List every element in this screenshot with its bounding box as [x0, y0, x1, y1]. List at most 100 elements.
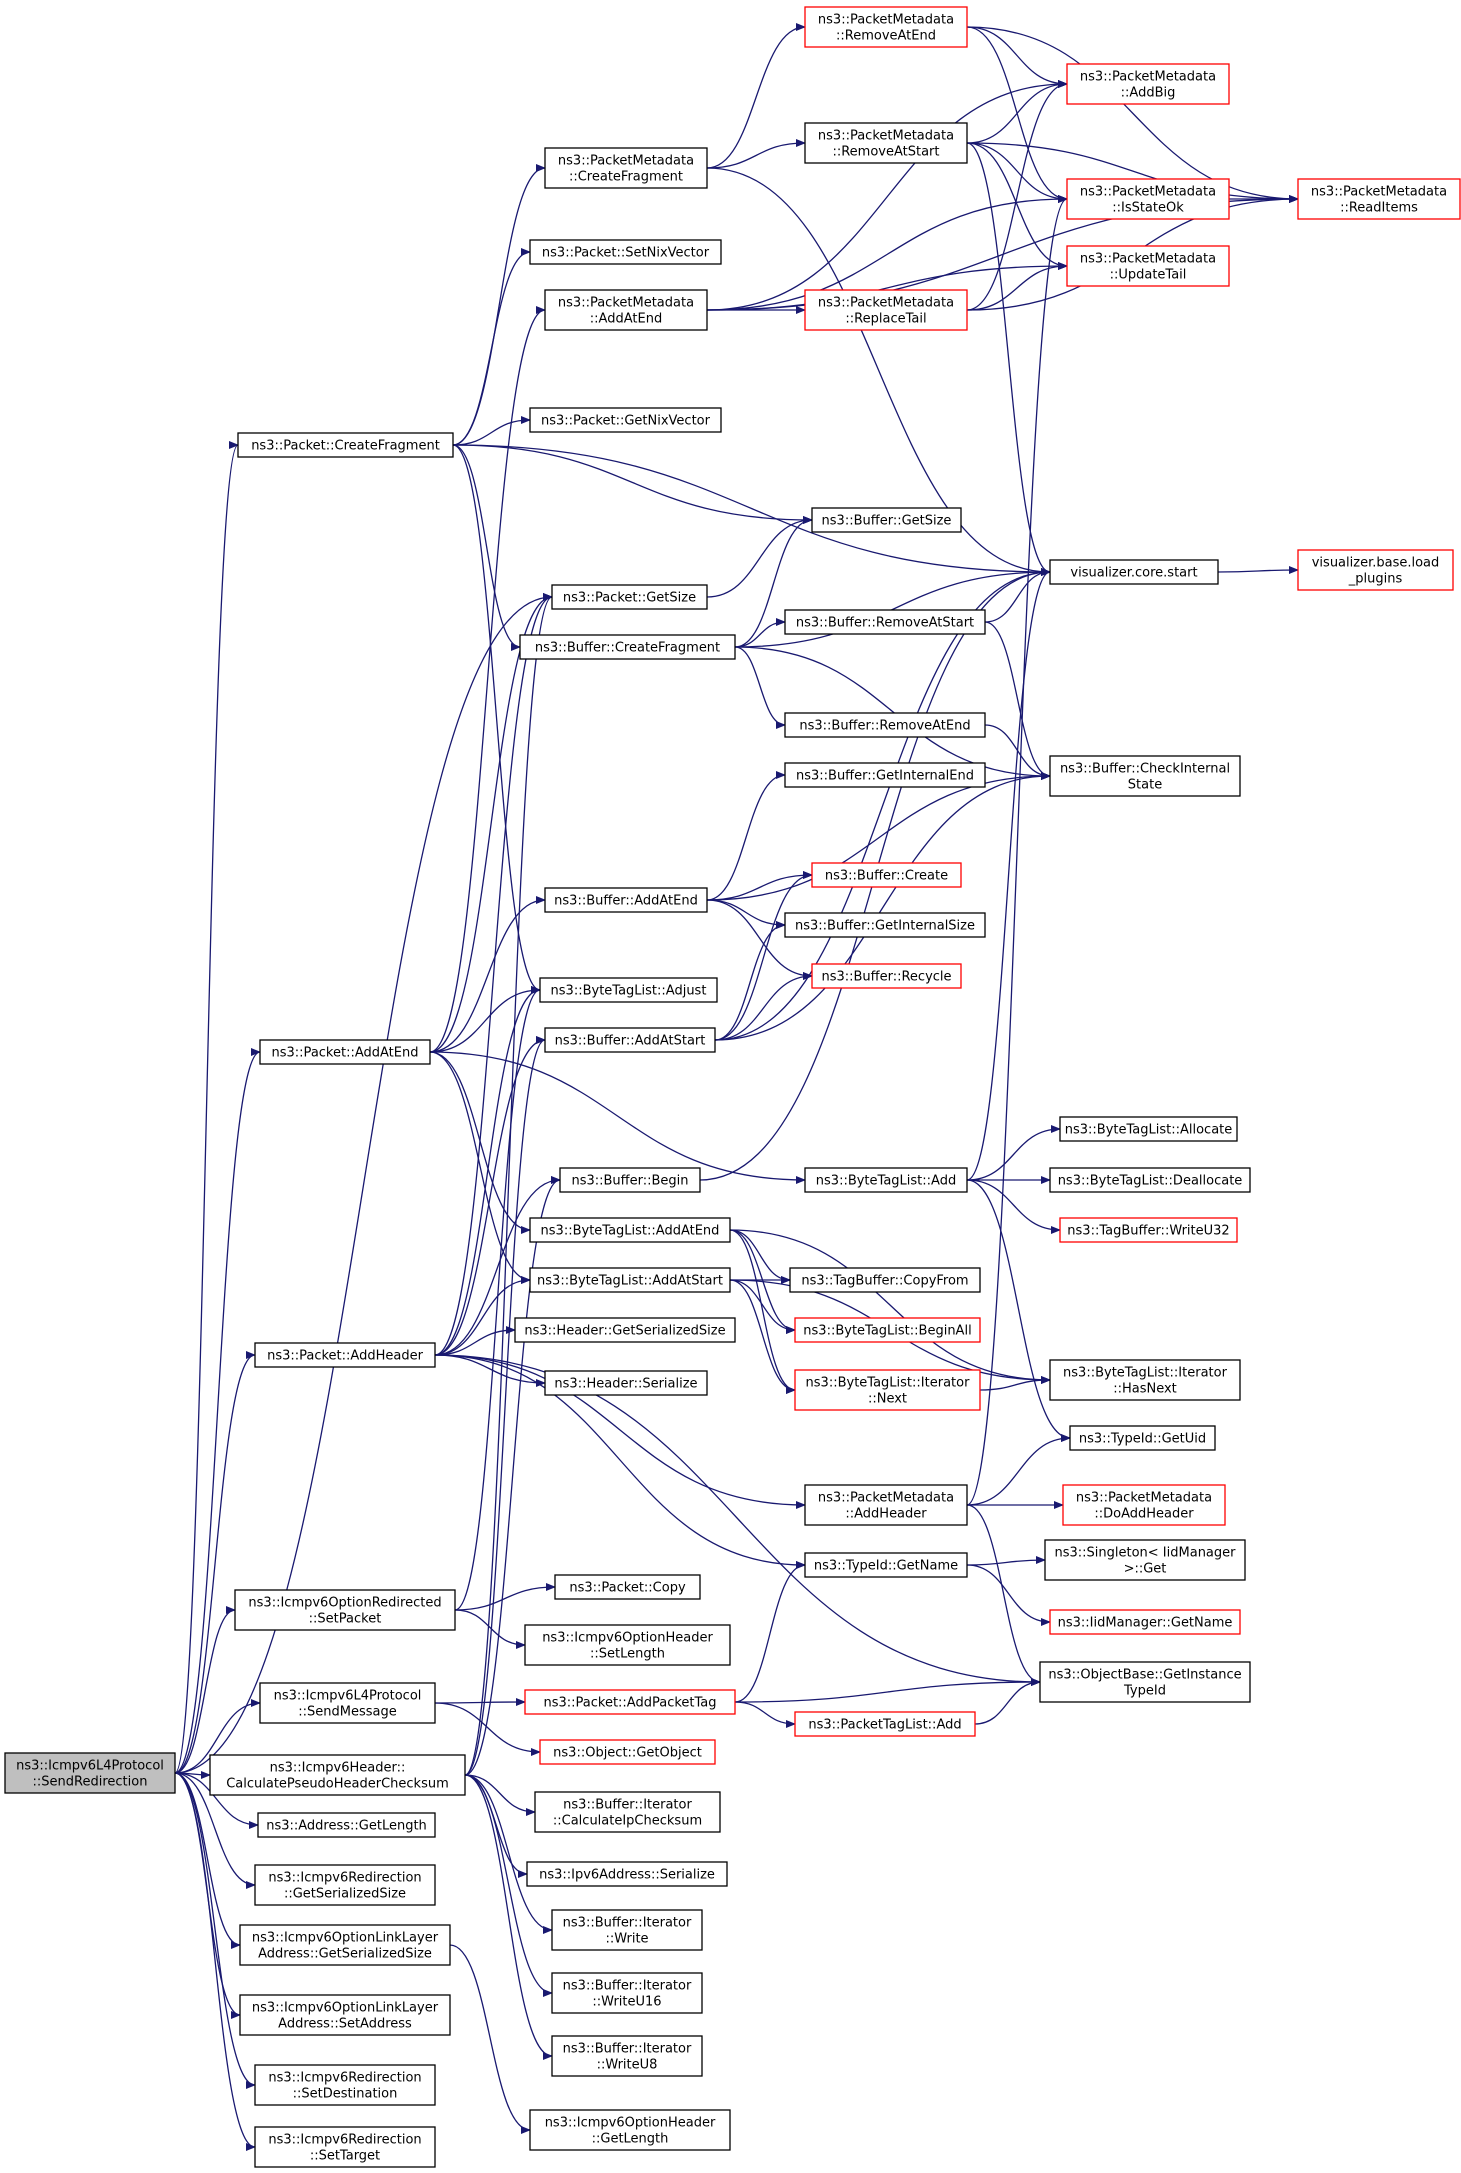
node-redir_setdest[interactable]: ns3::Icmpv6Redirection::SetDestination [254, 2064, 436, 2106]
node-btl_iter_hasnext[interactable]: ns3::ByteTagList::Iterator::HasNext [1049, 1359, 1241, 1401]
node-hdr_getsersize[interactable]: ns3::Header::GetSerializedSize [514, 1317, 736, 1343]
node-label: ::AddAtEnd [590, 312, 662, 327]
node-buf_getsize[interactable]: ns3::Buffer::GetSize [811, 507, 962, 533]
node-btl_addatend[interactable]: ns3::ByteTagList::AddAtEnd [529, 1217, 731, 1243]
node-buf_addatstart[interactable]: ns3::Buffer::AddAtStart [544, 1027, 716, 1053]
node-pm_doaddheader[interactable]: ns3::PacketMetadata::DoAddHeader [1062, 1484, 1226, 1526]
node-label: ns3::PacketMetadata [818, 129, 954, 144]
node-buf_getinternalend[interactable]: ns3::Buffer::GetInternalEnd [784, 762, 986, 788]
node-buf_recycle[interactable]: ns3::Buffer::Recycle [811, 963, 962, 989]
node-label: ns3::Ipv6Address::Serialize [539, 1868, 715, 1883]
node-typeid_getname[interactable]: ns3::TypeId::GetName [804, 1552, 968, 1578]
node-pm_readitems[interactable]: ns3::PacketMetadata::ReadItems [1297, 178, 1461, 220]
node-label: ns3::PacketMetadata [1080, 70, 1216, 85]
node-label: ::RemoveAtStart [832, 145, 939, 160]
edge-buf_removeatstart-to-vis_start [984, 568, 1051, 623]
node-buf_begin[interactable]: ns3::Buffer::Begin [559, 1167, 701, 1193]
node-label: ns3::Buffer::GetInternalEnd [796, 769, 974, 784]
node-iter_calcip[interactable]: ns3::Buffer::Iterator::CalculateIpChecks… [534, 1791, 721, 1833]
node-iid_getname[interactable]: ns3::IidManager::GetName [1049, 1609, 1241, 1635]
node-box [804, 122, 968, 164]
node-opthdr_setlength[interactable]: ns3::Icmpv6OptionHeader::SetLength [524, 1624, 731, 1666]
node-pm_createfrag[interactable]: ns3::PacketMetadata::CreateFragment [544, 147, 708, 189]
node-pkt_getnix[interactable]: ns3::Packet::GetNixVector [529, 407, 722, 433]
node-btl_adjust[interactable]: ns3::ByteTagList::Adjust [539, 977, 718, 1003]
node-btl_deallocate[interactable]: ns3::ByteTagList::Deallocate [1049, 1167, 1251, 1193]
node-box [1059, 1116, 1238, 1142]
edge-buf_addatstart-to-buf_create [714, 871, 813, 1041]
node-box [254, 2126, 436, 2168]
node-pm_removeatend[interactable]: ns3::PacketMetadata::RemoveAtEnd [804, 6, 968, 48]
node-label: ns3::ByteTagList::Allocate [1065, 1123, 1233, 1138]
node-pkt_setnix[interactable]: ns3::Packet::SetNixVector [529, 239, 722, 265]
node-btl_add[interactable]: ns3::ByteTagList::Add [804, 1167, 968, 1193]
node-vis_start[interactable]: visualizer.core.start [1049, 559, 1219, 585]
node-pkt_getsize[interactable]: ns3::Packet::GetSize [551, 584, 708, 610]
node-buf_removeatend[interactable]: ns3::Buffer::RemoveAtEnd [784, 712, 986, 738]
node-pkt_addpackettag[interactable]: ns3::Packet::AddPacketTag [524, 1689, 736, 1715]
node-hdr_pseudo[interactable]: ns3::Icmpv6Header::CalculatePseudoHeader… [209, 1754, 466, 1796]
node-iter_write[interactable]: ns3::Buffer::Iterator::Write [551, 1909, 703, 1951]
node-ptl_add[interactable]: ns3::PacketTagList::Add [794, 1711, 976, 1737]
node-tagbuf_writeu32[interactable]: ns3::TagBuffer::WriteU32 [1059, 1217, 1238, 1243]
node-buf_getinternalsize[interactable]: ns3::Buffer::GetInternalSize [784, 912, 986, 938]
node-label: ns3::PacketMetadata [558, 154, 694, 169]
node-label: ::UpdateTail [1110, 268, 1187, 283]
node-l4_sendmessage[interactable]: ns3::Icmpv6L4Protocol::SendMessage [259, 1682, 436, 1724]
node-pm_addheader[interactable]: ns3::PacketMetadata::AddHeader [804, 1484, 968, 1526]
node-label: ns3::ByteTagList::AddAtStart [537, 1274, 723, 1289]
node-opthdr_getlength[interactable]: ns3::Icmpv6OptionHeader::GetLength [529, 2109, 731, 2151]
node-pm_removeatstart[interactable]: ns3::PacketMetadata::RemoveAtStart [804, 122, 968, 164]
node-label: ns3::Icmpv6OptionHeader [542, 1631, 713, 1646]
node-label: ns3::TypeId::GetUid [1079, 1432, 1206, 1447]
node-pm_addbig[interactable]: ns3::PacketMetadata::AddBig [1066, 63, 1230, 105]
node-btl_addatstart[interactable]: ns3::ByteTagList::AddAtStart [529, 1267, 731, 1293]
node-buf_addatend[interactable]: ns3::Buffer::AddAtEnd [544, 887, 708, 913]
node-box [804, 1484, 968, 1526]
node-ll_setaddress[interactable]: ns3::Icmpv6OptionLinkLayerAddress::SetAd… [239, 1994, 451, 2036]
node-box [514, 1317, 736, 1343]
node-iter_writeu8[interactable]: ns3::Buffer::Iterator::WriteU8 [551, 2035, 703, 2077]
node-iter_writeu16[interactable]: ns3::Buffer::Iterator::WriteU16 [551, 1972, 703, 2014]
node-ipv6_serialize[interactable]: ns3::Ipv6Address::Serialize [526, 1861, 728, 1887]
node-box [544, 1370, 708, 1396]
node-label: ::GetSerializedSize [284, 1887, 406, 1902]
edge-buf_addatstart-to-vis_start [714, 568, 1051, 1041]
node-tagbuf_copyfrom[interactable]: ns3::TagBuffer::CopyFrom [789, 1267, 981, 1293]
node-vis_load[interactable]: visualizer.base.load_plugins [1297, 549, 1454, 591]
edge-pkt_addatend-to-pkt_getsize [429, 593, 553, 1053]
node-pm_isstateok[interactable]: ns3::PacketMetadata::IsStateOk [1066, 178, 1230, 220]
node-pm_replacetail[interactable]: ns3::PacketMetadata::ReplaceTail [804, 289, 968, 331]
node-btl_iter_next[interactable]: ns3::ByteTagList::Iterator::Next [794, 1369, 981, 1411]
node-root[interactable]: ns3::Icmpv6L4Protocol::SendRedirection [4, 1752, 176, 1794]
node-btl_allocate[interactable]: ns3::ByteTagList::Allocate [1059, 1116, 1238, 1142]
node-box [529, 1217, 731, 1243]
node-singleton_get[interactable]: ns3::Singleton< IidManager >::Get [1044, 1539, 1246, 1581]
node-buf_removeatstart[interactable]: ns3::Buffer::RemoveAtStart [784, 609, 986, 635]
node-pkt_createfrag[interactable]: ns3::Packet::CreateFragment [237, 432, 454, 458]
node-label: ns3::ByteTagList::Deallocate [1058, 1174, 1243, 1189]
node-pkt_copy[interactable]: ns3::Packet::Copy [554, 1574, 701, 1600]
node-box [1049, 1359, 1241, 1401]
node-buf_create[interactable]: ns3::Buffer::Create [811, 862, 962, 888]
node-ll_getsersize[interactable]: ns3::Icmpv6OptionLinkLayerAddress::GetSe… [239, 1924, 451, 1966]
node-redir_settarget[interactable]: ns3::Icmpv6Redirection::SetTarget [254, 2126, 436, 2168]
node-pm_updatetail[interactable]: ns3::PacketMetadata::UpdateTail [1066, 245, 1230, 287]
edge-pm_removeatstart-to-vis_start [966, 142, 1051, 576]
node-typeid_getuid[interactable]: ns3::TypeId::GetUid [1069, 1425, 1216, 1451]
node-pkt_addheader[interactable]: ns3::Packet::AddHeader [254, 1342, 436, 1368]
node-btl_beginall[interactable]: ns3::ByteTagList::BeginAll [794, 1317, 981, 1343]
node-label: ns3::ByteTagList::Iterator [1063, 1366, 1228, 1381]
node-addr_getlength[interactable]: ns3::Address::GetLength [257, 1812, 436, 1838]
edge-pm_removeatstart-to-pm_isstateok [966, 142, 1068, 203]
node-pkt_addatend[interactable]: ns3::Packet::AddAtEnd [259, 1039, 431, 1065]
node-label: ns3::ByteTagList::Adjust [551, 984, 707, 999]
node-obj_getobject[interactable]: ns3::Object::GetObject [539, 1739, 716, 1765]
node-buf_createfrag[interactable]: ns3::Buffer::CreateFragment [519, 634, 736, 660]
node-redir_setpacket[interactable]: ns3::Icmpv6OptionRedirected::SetPacket [234, 1589, 456, 1631]
node-redir_getsersize[interactable]: ns3::Icmpv6Redirection::GetSerializedSiz… [254, 1864, 436, 1906]
node-hdr_serialize[interactable]: ns3::Header::Serialize [544, 1370, 708, 1396]
node-pm_addatend[interactable]: ns3::PacketMetadata::AddAtEnd [544, 289, 708, 331]
